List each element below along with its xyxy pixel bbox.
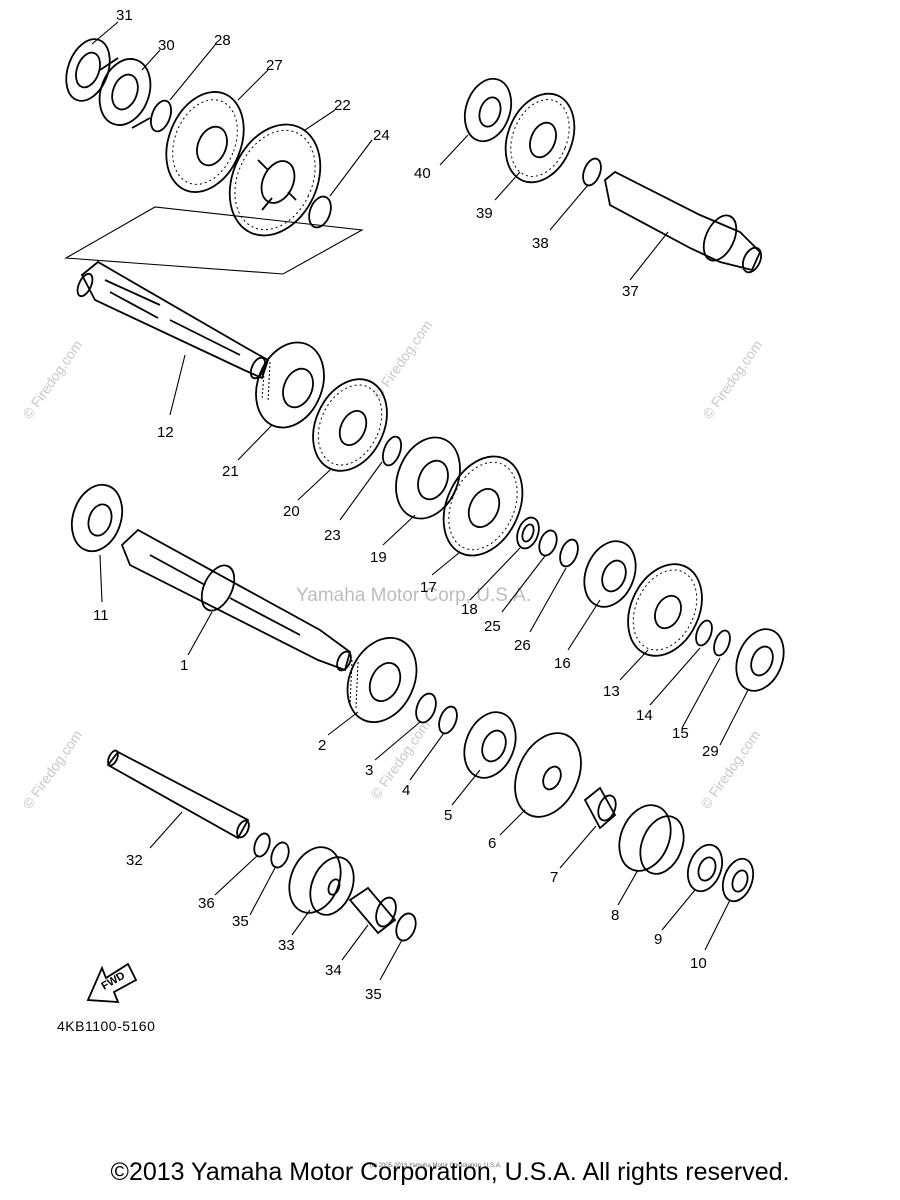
part-32-idler-shaft [106, 749, 250, 840]
part-label-33: 33 [278, 937, 295, 954]
part-26-circlip [559, 538, 579, 568]
part-35-washer [395, 912, 417, 942]
part-17-gear [442, 455, 524, 557]
part-label-8: 8 [611, 907, 619, 924]
part-label-24: 24 [373, 127, 390, 144]
part-label-31: 31 [116, 7, 133, 24]
part-label-29: 29 [702, 743, 719, 760]
part-5-gear [463, 711, 517, 779]
part-29-bearing [735, 628, 785, 692]
part-label-5: 5 [444, 807, 452, 824]
part-label-17: 17 [420, 579, 437, 596]
part-label-35: 35 [232, 913, 249, 930]
part-38-circlip [582, 157, 602, 187]
part-label-12: 12 [157, 424, 174, 441]
part-4-circlip [438, 705, 458, 735]
part-2-gear [346, 636, 418, 724]
part-label-15: 15 [672, 725, 689, 742]
part-label-35: 35 [365, 986, 382, 1003]
part-37-drive-shaft [604, 170, 762, 274]
part-22-gear [228, 123, 322, 237]
part-label-6: 6 [488, 835, 496, 852]
part-28-circlip [150, 99, 172, 133]
leader-lines [91, 21, 749, 981]
part-1-main-shaft [120, 528, 352, 672]
part-labels: 31 30 28 27 22 24 40 39 38 37 12 21 20 2… [93, 7, 719, 1003]
part-9-bearing [686, 843, 724, 893]
part-30-bearing [98, 57, 152, 129]
part-label-1: 1 [180, 657, 188, 674]
part-33-idler-gear [288, 846, 355, 916]
part-label-21: 21 [222, 463, 239, 480]
watermark-text: Yamaha Motor Corp, U.S.A. [296, 585, 531, 606]
part-label-32: 32 [126, 852, 143, 869]
part-label-4: 4 [402, 782, 410, 799]
part-label-28: 28 [214, 32, 231, 49]
part-label-25: 25 [484, 618, 501, 635]
fine-print: (c) 2005-2013 Yamaha Motor Corporation, … [370, 1163, 502, 1169]
part-11-bearing [70, 483, 124, 553]
part-label-7: 7 [550, 869, 558, 886]
part-34-collar [348, 886, 397, 935]
part-15-circlip [713, 629, 731, 657]
part-23-circlip [381, 435, 403, 467]
fwd-arrow-icon: FWD [86, 962, 138, 1003]
part-40-bearing [463, 77, 513, 143]
part-label-16: 16 [554, 655, 571, 672]
part-35-washer [270, 841, 290, 869]
part-label-30: 30 [158, 37, 175, 54]
part-8-gear [618, 804, 685, 875]
part-label-36: 36 [198, 895, 215, 912]
part-label-11: 11 [93, 607, 109, 624]
watermark-text: © Firedog.com [699, 337, 765, 422]
part-label-19: 19 [370, 549, 387, 566]
part-31-bearing [65, 38, 111, 102]
part-label-10: 10 [690, 955, 707, 972]
part-39-gear [504, 92, 576, 184]
part-24-washer [308, 195, 332, 229]
watermark-text: © Firedog.com [367, 717, 433, 802]
watermark-text: © Firedog.com [19, 337, 85, 422]
part-label-22: 22 [334, 97, 351, 114]
part-label-23: 23 [324, 527, 341, 544]
part-label-18: 18 [461, 601, 478, 618]
part-12-main-axle [76, 260, 270, 380]
part-label-14: 14 [636, 707, 653, 724]
part-label-3: 3 [365, 762, 373, 779]
part-21-gear [255, 341, 325, 429]
part-18-bushing [516, 516, 540, 550]
part-16-gear [583, 540, 637, 608]
part-14-washer [695, 619, 713, 647]
part-label-27: 27 [266, 57, 283, 74]
part-label-38: 38 [532, 235, 549, 252]
part-label-2: 2 [318, 737, 326, 754]
part-label-37: 37 [622, 283, 639, 300]
watermark-layer: © Firedog.com © Firedog.com © Firedog.co… [19, 317, 765, 812]
part-label-13: 13 [603, 683, 620, 700]
part-label-34: 34 [325, 962, 342, 979]
part-label-9: 9 [654, 931, 662, 948]
part-label-20: 20 [283, 503, 300, 520]
part-25-washer [538, 529, 558, 557]
watermark-text: © Firedog.com [19, 727, 85, 812]
watermark-text: © Firedog.com [697, 727, 763, 812]
part-6-gear [514, 732, 582, 818]
part-20-gear [312, 378, 388, 472]
part-label-26: 26 [514, 637, 531, 654]
part-label-40: 40 [414, 165, 431, 182]
part-7-collar [583, 786, 617, 830]
group-outline [64, 206, 364, 275]
part-3-washer [415, 692, 437, 724]
part-label-39: 39 [476, 205, 493, 222]
part-36-circlip [253, 832, 271, 858]
part-13-gear [627, 563, 703, 657]
part-10-nut [721, 857, 755, 903]
part-27-gear [165, 91, 245, 193]
reference-code: 4KB1100-5160 [57, 1018, 155, 1034]
copyright-notice: ©2013 Yamaha Motor Corporation, U.S.A. A… [110, 1158, 790, 1186]
